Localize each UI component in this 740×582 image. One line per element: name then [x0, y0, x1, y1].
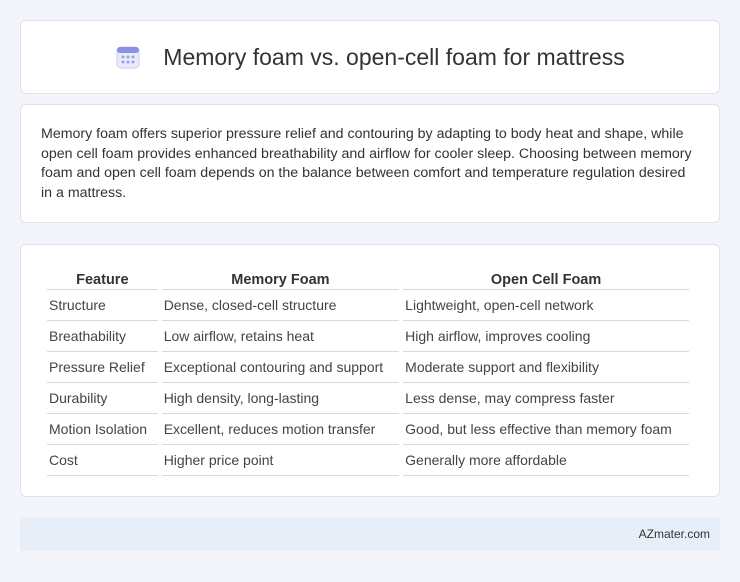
table-cell: Durability [47, 383, 158, 414]
table-cell: Low airflow, retains heat [161, 321, 400, 352]
table-row: Pressure Relief Exceptional contouring a… [47, 352, 689, 383]
footer-bar: AZmater.com [20, 517, 720, 551]
table-cell: Generally more affordable [403, 445, 689, 476]
page-title: Memory foam vs. open-cell foam for mattr… [163, 43, 625, 70]
column-header-memory-foam: Memory Foam [161, 265, 400, 290]
table-cell: Exceptional contouring and support [161, 352, 400, 383]
table-row: Motion Isolation Excellent, reduces moti… [47, 414, 689, 445]
comparison-table-card: Feature Memory Foam Open Cell Foam Struc… [20, 244, 720, 497]
table-cell: Pressure Relief [47, 352, 158, 383]
table-cell: Higher price point [161, 445, 400, 476]
calendar-icon [115, 44, 141, 70]
table-cell: Structure [47, 290, 158, 321]
table-cell: Cost [47, 445, 158, 476]
table-cell: Dense, closed-cell structure [161, 290, 400, 321]
table-cell: Less dense, may compress faster [403, 383, 689, 414]
table-header-row: Feature Memory Foam Open Cell Foam [47, 265, 689, 290]
comparison-table: Feature Memory Foam Open Cell Foam Struc… [43, 265, 693, 476]
table-cell: High airflow, improves cooling [403, 321, 689, 352]
table-cell: Lightweight, open-cell network [403, 290, 689, 321]
table-cell: Moderate support and flexibility [403, 352, 689, 383]
table-row: Durability High density, long-lasting Le… [47, 383, 689, 414]
table-cell: High density, long-lasting [161, 383, 400, 414]
table-cell: Excellent, reduces motion transfer [161, 414, 400, 445]
table-row: Cost Higher price point Generally more a… [47, 445, 689, 476]
summary-text: Memory foam offers superior pressure rel… [41, 126, 692, 201]
table-cell: Breathability [47, 321, 158, 352]
summary-card: Memory foam offers superior pressure rel… [20, 104, 720, 223]
column-header-feature: Feature [47, 265, 158, 290]
table-row: Breathability Low airflow, retains heat … [47, 321, 689, 352]
source-link[interactable]: AZmater.com [638, 527, 710, 541]
table-row: Structure Dense, closed-cell structure L… [47, 290, 689, 321]
table-cell: Good, but less effective than memory foa… [403, 414, 689, 445]
column-header-open-cell-foam: Open Cell Foam [403, 265, 689, 290]
table-cell: Motion Isolation [47, 414, 158, 445]
title-card: Memory foam vs. open-cell foam for mattr… [20, 20, 720, 94]
